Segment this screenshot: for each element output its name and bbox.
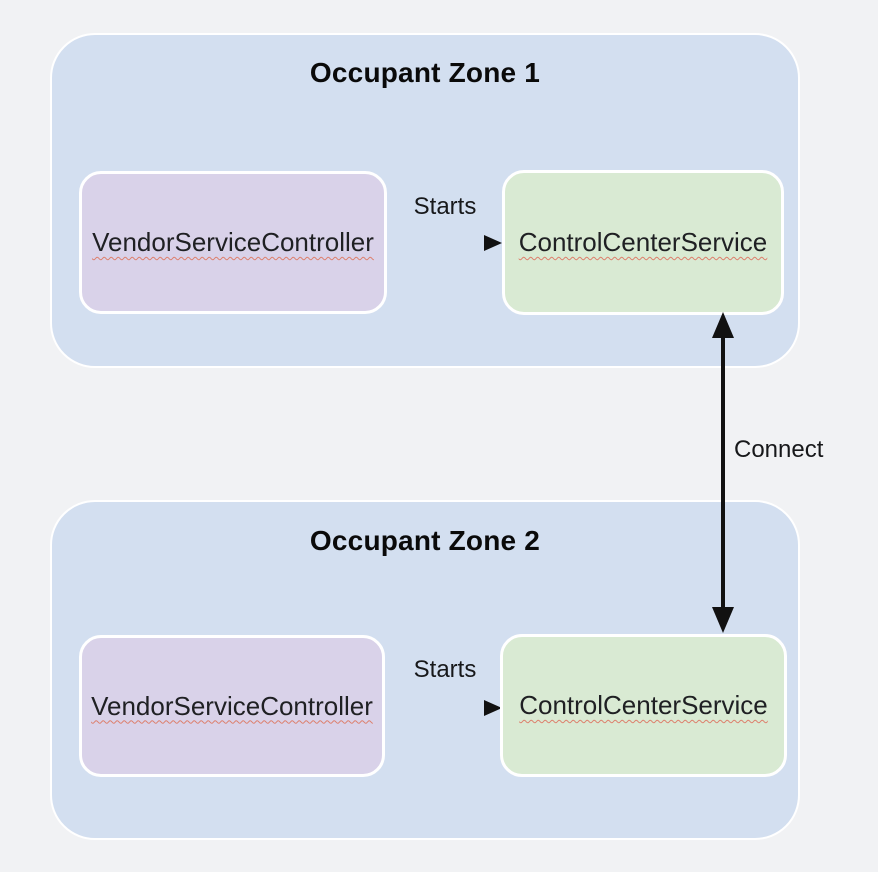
vendor-service-controller-label: VendorServiceController	[92, 227, 374, 257]
zone-title: Occupant Zone 1	[309, 57, 541, 88]
starts-label: Starts	[413, 656, 477, 683]
connect-label: Connect	[734, 436, 824, 463]
occupant-zone-2: Occupant Zone 2 VendorServiceController …	[50, 500, 800, 840]
control-center-service-label: ControlCenterService	[519, 690, 768, 720]
arrowhead-down-icon	[712, 607, 734, 633]
vendor-service-controller-node: VendorServiceController	[79, 171, 387, 314]
arrowhead-up-icon	[712, 312, 734, 338]
control-center-service-node: ControlCenterService	[502, 170, 784, 315]
connect-arrow	[712, 312, 734, 633]
arrowhead-right-icon	[484, 700, 502, 716]
starts-label: Starts	[413, 193, 477, 220]
control-center-service-label: ControlCenterService	[518, 227, 768, 257]
arrow-line	[721, 332, 725, 613]
vendor-service-controller-label: VendorServiceController	[91, 690, 373, 721]
zone-title: Occupant Zone 2	[309, 525, 541, 556]
arrowhead-right-icon	[484, 235, 502, 251]
vendor-service-controller-node: VendorServiceController	[79, 635, 385, 777]
control-center-service-node: ControlCenterService	[500, 634, 787, 777]
starts-arrow	[390, 235, 502, 251]
occupant-zone-1: Occupant Zone 1 VendorServiceController …	[50, 33, 800, 368]
starts-arrow	[390, 700, 502, 716]
